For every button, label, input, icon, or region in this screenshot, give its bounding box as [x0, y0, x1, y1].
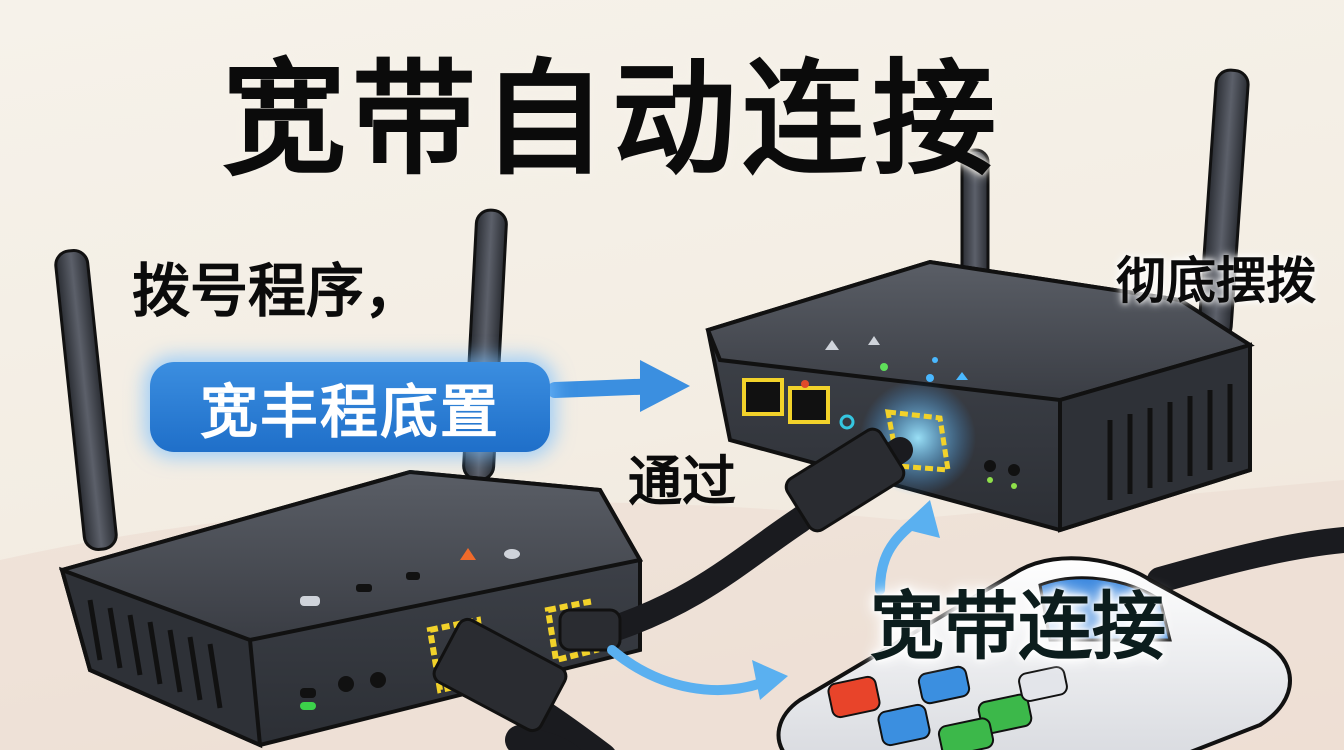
pill-label: 宽丰程底置 [199, 378, 500, 446]
highlight-pill: 宽丰程底置 [150, 362, 550, 452]
thorough-label: 彻底摆拨 [1116, 252, 1316, 310]
handheld-device [776, 556, 1292, 750]
pass-label: 通过 [628, 450, 736, 513]
right-router [705, 259, 1255, 533]
broadband-connection-label: 宽带连接 [870, 584, 1166, 670]
page-title: 宽带自动连接 [222, 48, 1003, 192]
dialer-label: 拨号程序， [132, 257, 423, 325]
